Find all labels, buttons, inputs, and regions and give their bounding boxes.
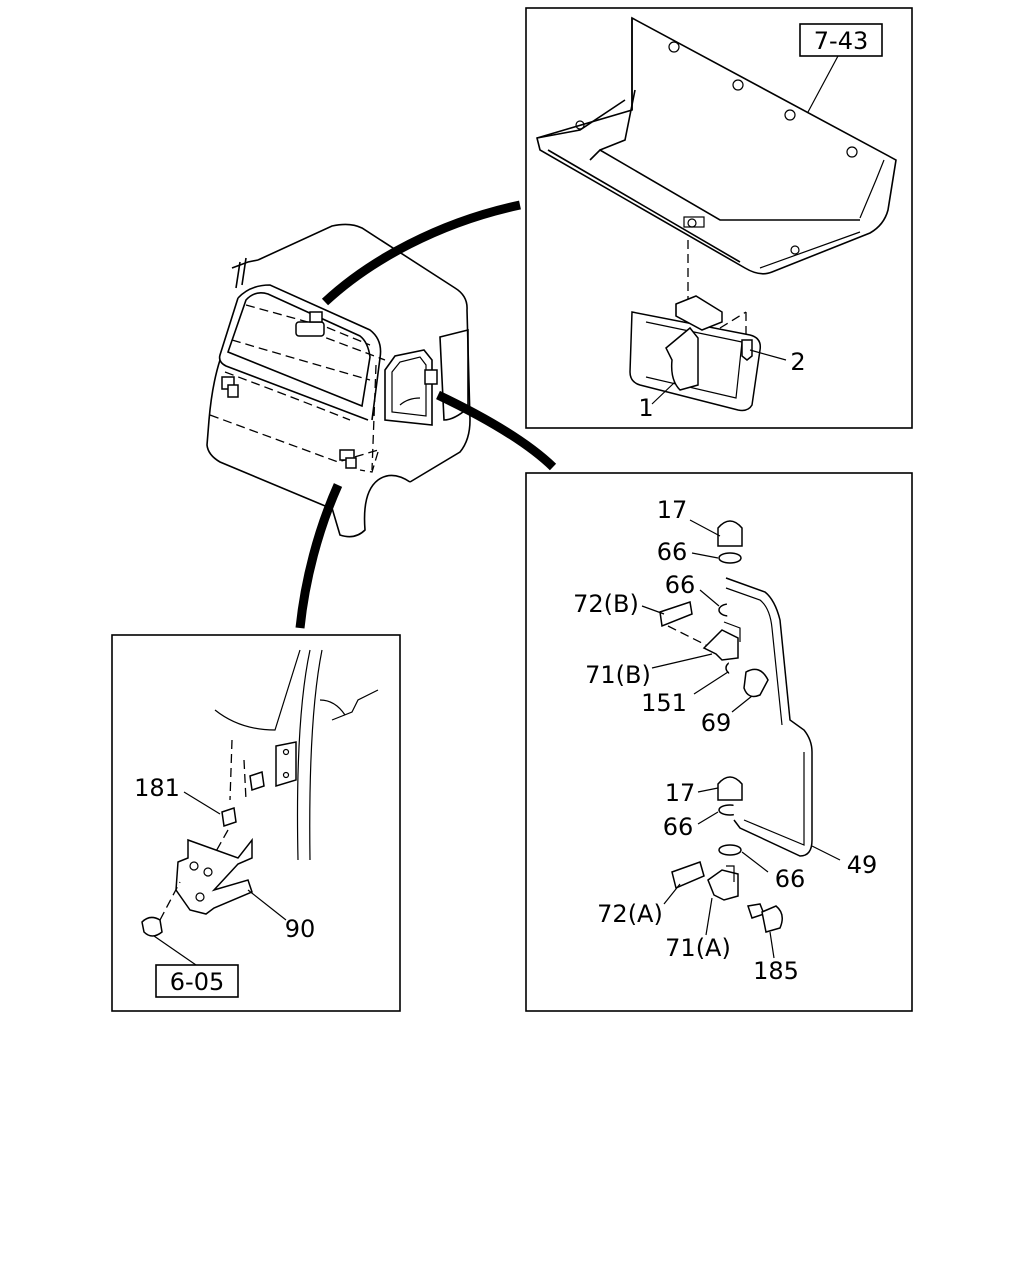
part-label-17-top: 17 [657,496,688,524]
part-label-151: 151 [641,689,687,717]
part-label-49: 49 [847,851,878,879]
ref-label-left: 6-05 [170,968,224,996]
ref-box-left [155,964,239,998]
detail-panel-mirror-stay [525,472,913,1012]
part-label-72a: 72(A) [597,900,663,928]
interior-mirror [629,295,762,412]
part-label-71a: 71(A) [665,934,731,962]
part-label-90: 90 [285,915,316,943]
part-label-185: 185 [753,957,799,985]
part-label-71b: 71(B) [585,661,651,689]
leader-lines [153,55,841,966]
ref-label-top: 7-43 [814,27,868,55]
callout-arc-left [295,483,343,629]
part-label-17-lower: 17 [665,779,696,807]
sun-visor-assembly [536,16,897,300]
part-label-66-b: 66 [665,571,696,599]
mirror-stay-assembly [659,520,813,933]
detail-panel-bracket [111,634,401,1012]
part-label-66-a: 66 [657,538,688,566]
part-label-69: 69 [701,709,732,737]
part-label-2: 2 [790,348,805,376]
part-label-66-c: 66 [663,813,694,841]
part-label-66-d: 66 [775,865,806,893]
part-label-181: 181 [134,774,180,802]
detail-panel-sunvisor [525,7,913,429]
bracket-assembly [141,649,379,937]
part-label-1: 1 [638,394,653,422]
part-label-72b: 72(B) [573,590,639,618]
ref-box-top [799,23,883,57]
callout-arc-top [321,200,521,306]
truck-cab-overview [206,223,471,538]
callout-arc-right [436,390,557,471]
